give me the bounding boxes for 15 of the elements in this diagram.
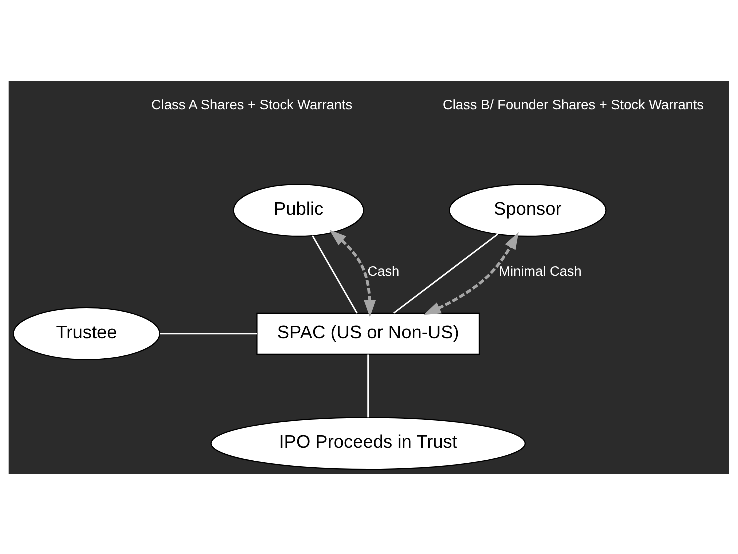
connector bbox=[368, 354, 370, 418]
node-ellipse: Public bbox=[233, 184, 364, 237]
connector bbox=[394, 233, 498, 314]
node-ellipse: Sponsor bbox=[449, 184, 607, 237]
connector bbox=[160, 332, 258, 334]
edge-label: Minimal Cash bbox=[499, 263, 582, 278]
node-box: SPAC (US or Non-US) bbox=[256, 312, 480, 355]
edge-label: Cash bbox=[368, 263, 400, 278]
label: Class B/ Founder Shares + Stock Warrants bbox=[443, 97, 704, 112]
arrow bbox=[330, 229, 376, 318]
node-ellipse: IPO Proceeds in Trust bbox=[210, 416, 526, 470]
node-ellipse: Trustee bbox=[13, 306, 161, 360]
arrow bbox=[424, 232, 519, 315]
connector bbox=[312, 235, 358, 314]
label: Class A Shares + Stock Warrants bbox=[152, 97, 353, 112]
